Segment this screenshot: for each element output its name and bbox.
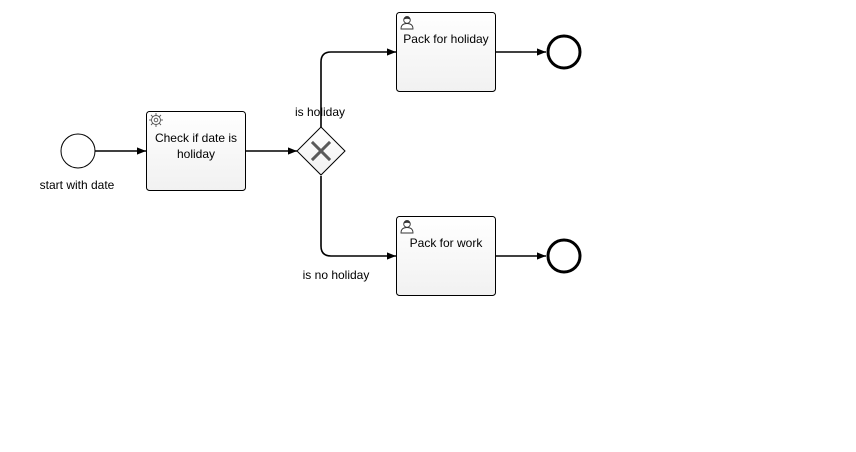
start-event-label: start with date xyxy=(40,178,115,192)
start-event[interactable] xyxy=(60,133,96,169)
end-event-holiday[interactable] xyxy=(546,34,582,70)
x-icon xyxy=(310,140,332,162)
task-check-if-holiday[interactable]: Check if date is holiday xyxy=(146,111,246,191)
task-pack-for-work[interactable]: Pack for work xyxy=(396,216,496,296)
flow-label-is-no-holiday: is no holiday xyxy=(303,268,370,282)
task-check-label-line-1: Check if date is xyxy=(155,131,237,145)
exclusive-gateway[interactable] xyxy=(296,126,346,176)
flow-gateway-to-pack-work[interactable] xyxy=(320,176,396,260)
user-icon xyxy=(400,16,414,30)
gear-icon xyxy=(149,113,163,127)
flow-gateway-to-pack-holiday[interactable] xyxy=(320,48,396,127)
task-pack-holiday-label: Pack for holiday xyxy=(403,32,488,46)
flow-label-is-holiday: is holiday xyxy=(295,105,345,119)
task-pack-work-label: Pack for work xyxy=(410,236,484,250)
task-check-label-line-2: holiday xyxy=(177,147,215,161)
sequence-flows xyxy=(95,48,546,260)
user-icon xyxy=(400,220,414,234)
task-pack-for-holiday[interactable]: Pack for holiday xyxy=(396,12,496,92)
end-event-work[interactable] xyxy=(546,238,582,274)
